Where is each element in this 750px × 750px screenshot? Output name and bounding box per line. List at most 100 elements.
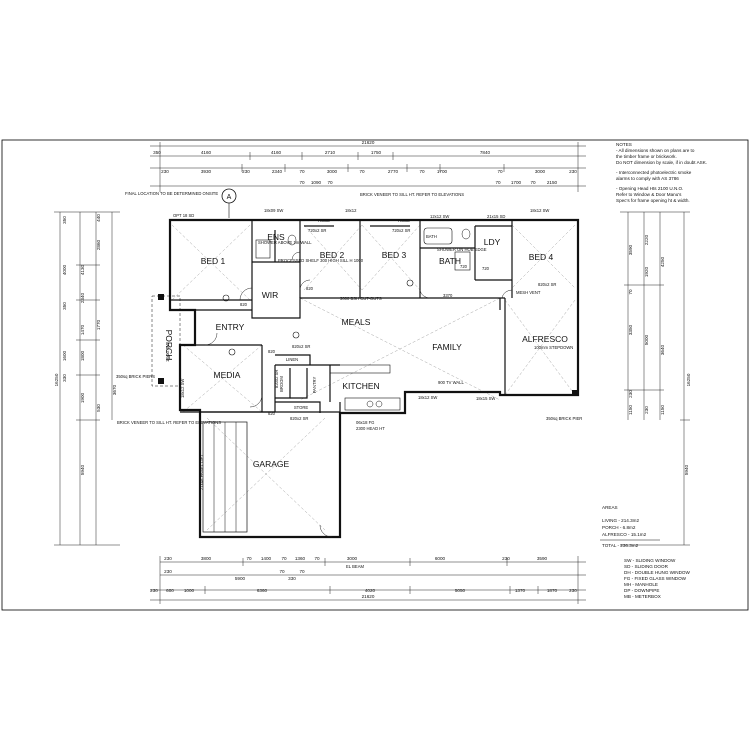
- dim-right-1-2: 3350: [628, 324, 633, 335]
- entry-door: 820: [240, 302, 248, 307]
- notes-line: - All dimensions shown on plans are to: [616, 148, 695, 153]
- room-porch: PORCH: [164, 330, 174, 361]
- dim-top-3-0: 70: [299, 180, 305, 185]
- dim-top-1-3: 2710: [325, 150, 336, 155]
- annotations: ROBE ROBE 18x09 SW 18x12 SW 18x12 12x12 …: [116, 191, 582, 569]
- dim-bot-3-4: 4020: [365, 588, 376, 593]
- dim-right-3-1: 3640: [660, 344, 665, 355]
- room-ens: ENS: [267, 232, 285, 242]
- bottom-dimensions: [150, 556, 586, 604]
- dim-bot-1-2: 70: [246, 556, 252, 561]
- area-total: TOTAL - 236.3m2: [602, 543, 639, 548]
- window-label-2: 18x12 SW: [530, 208, 549, 213]
- bath-fixtures: [255, 227, 471, 271]
- el-beam-note: EL BEAM: [346, 564, 365, 569]
- dim-bot-1-1: 3800: [201, 556, 212, 561]
- dim-bot-3-3: 6360: [257, 588, 268, 593]
- area-row: ALFRESCO - 15.1m2: [602, 532, 647, 537]
- dim-right-1-1: 70: [628, 289, 633, 295]
- dim-top-3-3: 70: [495, 180, 501, 185]
- alfresco-stepdown: 100mm STEPDOWN: [534, 345, 573, 350]
- family-window: 18x12 SW: [418, 395, 437, 400]
- room-broom: BROOM: [279, 376, 284, 392]
- shower-note-1: SHOWER ABOVE 1m WALL: [258, 240, 312, 245]
- notes-line: NOTES: [616, 142, 632, 147]
- dim-right-2-3: 230: [644, 406, 649, 414]
- dim-left-1-3: 1800: [80, 350, 85, 361]
- dim-bot-1-8: 6000: [435, 556, 446, 561]
- area-row: LIVING - 214.3m2: [602, 518, 639, 523]
- kitchen-bench: [329, 364, 401, 411]
- door-swings: [204, 251, 513, 538]
- cutouts-note: 3000 BSH CUT-OUTS: [340, 296, 382, 301]
- right-dimensions: [620, 211, 690, 546]
- left-dimensions: [54, 211, 120, 546]
- dim-left-3-3: 3670: [112, 384, 117, 395]
- walls: [168, 218, 580, 539]
- room-pantry: PANTRY: [312, 376, 317, 393]
- window-label-3: 18x12: [345, 208, 357, 213]
- dim-left-1-2: 1470: [80, 324, 85, 335]
- dim-top-1-1: 4160: [201, 150, 212, 155]
- dim-left-2-2: 4000: [62, 264, 67, 275]
- area-row: PORCH - 6.8m2: [602, 525, 636, 530]
- dim-top-1-4: 1750: [371, 150, 382, 155]
- brick-veneer-note-2: BRICK VENEER TO SILL HT. REFER TO ELEVAT…: [117, 420, 221, 425]
- legend-item: DH - DOUBLE HUNG WINDOW: [624, 570, 691, 575]
- notes-line: Refer to Window & Door Manu's: [616, 192, 682, 197]
- dim-bot-2-1: 5900: [235, 576, 246, 581]
- robe-door-1: 720x2 SR: [308, 228, 326, 233]
- tv-wall: 900 TV WALL: [438, 380, 465, 385]
- dim-right-1-0: 3590: [628, 244, 633, 255]
- dim-bot-3-6: 1370: [515, 588, 526, 593]
- dim-left-2-1: 2860: [96, 239, 101, 250]
- abbreviations-legend: SW - SLIDING WINDOW SD - SLIDING DOOR DH…: [624, 558, 691, 599]
- room-labels: BED 1 ENS WIR BED 2 BED 3 BATH LDY BED 4…: [164, 232, 568, 469]
- dim-right-3-0: 4250: [660, 256, 665, 267]
- legend-item: SD - SLIDING DOOR: [624, 564, 669, 569]
- dim-left-2-4: 1600: [62, 350, 67, 361]
- dim-bot-1-7: 3000: [347, 556, 358, 561]
- linen-door: 820x2 SR: [292, 344, 310, 349]
- dim-right-2-2: 5000: [644, 334, 649, 345]
- garage-door: [202, 421, 248, 533]
- final-location-note: FINAL LOCATION TO BE DETERMINED ONSITE: [125, 191, 218, 196]
- broom-door: 820: [268, 349, 276, 354]
- room-kitchen: KITCHEN: [342, 381, 379, 391]
- dim-bot-1-5: 1360: [295, 556, 306, 561]
- alfresco-window: 18x15 SW: [476, 396, 495, 401]
- dim-right-3-3: 5940: [684, 464, 689, 475]
- dim-top-3-2: 70: [327, 180, 333, 185]
- dim-top-1-2: 4160: [271, 150, 282, 155]
- robe-label-1: ROBE: [318, 218, 330, 223]
- window-label-5: 21x15 SD: [487, 214, 505, 219]
- store-door: 820x2 SR: [290, 416, 308, 421]
- room-bed-3: BED 3: [382, 250, 407, 260]
- dim-left-1-1: 2340: [80, 292, 85, 303]
- dim-bot-1-4: 70: [281, 556, 287, 561]
- dim-bot-3-8: 230: [569, 588, 577, 593]
- dim-bottom-overall: 21620: [362, 594, 375, 599]
- dim-top-2-7: 2770: [388, 169, 399, 174]
- dim-top-2-11: 3000: [535, 169, 546, 174]
- dim-right-1-3: 230: [628, 390, 633, 398]
- notes-block: NOTES - All dimensions shown on plans ar…: [616, 142, 707, 203]
- dim-bot-3-7: 1870: [547, 588, 558, 593]
- dim-left-3-0: 350: [62, 216, 67, 224]
- section-marker-icon: A: [221, 188, 237, 218]
- dim-right-3-2: 1150: [660, 405, 665, 415]
- dim-top-2-1: 3930: [201, 169, 212, 174]
- areas-block: AREAS LIVING - 214.3m2 PORCH - 6.8m2 ALF…: [600, 505, 660, 548]
- dim-top-overall: 21620: [362, 140, 375, 145]
- wall-dim: 3370: [443, 293, 453, 298]
- brick-piers: [158, 294, 578, 396]
- dim-top-2-12: 230: [569, 169, 577, 174]
- room-alfresco: ALFRESCO: [522, 334, 568, 344]
- notes-line: - Interconnected photoelectric smoke: [616, 170, 692, 175]
- dim-bot-2-0: 230: [164, 569, 172, 574]
- room-entry: ENTRY: [216, 322, 245, 332]
- robe-door-2: 720x2 SR: [392, 228, 410, 233]
- dim-top-2-6: 70: [359, 169, 365, 174]
- notes-line: Do NOT dimension by scale, if in doubt A…: [616, 160, 707, 165]
